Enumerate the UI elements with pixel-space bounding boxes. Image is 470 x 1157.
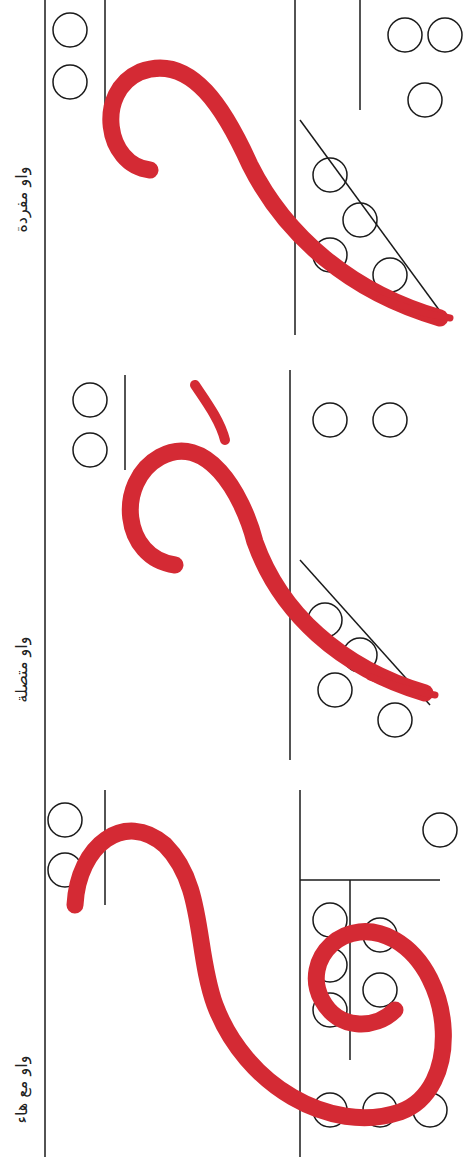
dot-measures	[48, 13, 462, 1127]
form-label: واو متصلة	[12, 635, 31, 705]
waw-stroke	[111, 68, 440, 318]
guide-line	[124, 375, 126, 470]
form-label: واو مع هاء	[12, 1054, 31, 1126]
dot	[408, 83, 442, 117]
guide-line	[359, 0, 361, 110]
dot	[313, 403, 347, 437]
dot	[48, 803, 82, 837]
dot	[378, 703, 412, 737]
dot	[423, 813, 457, 847]
dot	[388, 18, 422, 52]
guide-line	[104, 0, 106, 115]
guide-lines	[45, 0, 445, 1157]
dot	[73, 433, 107, 467]
dot	[363, 973, 397, 1007]
dot	[73, 383, 107, 417]
guide-line	[300, 879, 440, 881]
dot	[318, 673, 352, 707]
waw-letters	[75, 68, 450, 1118]
dot	[313, 158, 347, 192]
waw-stroke	[130, 451, 425, 693]
waw-haa-stroke	[75, 831, 443, 1118]
dot	[53, 65, 87, 99]
waw-tail	[370, 677, 435, 695]
guide-line	[349, 880, 351, 1060]
dot	[428, 18, 462, 52]
dot	[343, 203, 377, 237]
dot	[373, 403, 407, 437]
baseline	[44, 0, 46, 1157]
dot	[53, 13, 87, 47]
waw-join	[195, 385, 225, 440]
guide-line	[289, 370, 291, 760]
guide-line	[294, 0, 296, 335]
form-label: واو مفردة	[12, 165, 31, 235]
waw-tail	[380, 298, 450, 318]
